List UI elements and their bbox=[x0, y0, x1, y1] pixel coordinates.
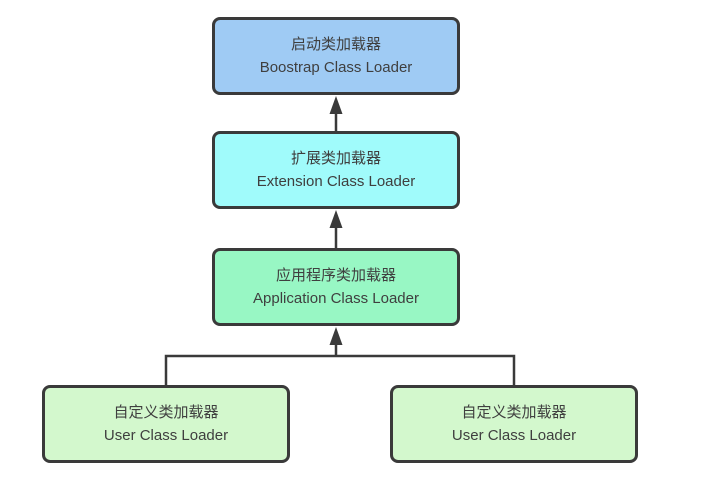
node-label-en: User Class Loader bbox=[103, 427, 229, 444]
node-user-class-loader-left[interactable]: 自定义类加载器 User Class Loader bbox=[42, 385, 290, 463]
node-label-en: Boostrap Class Loader bbox=[259, 59, 413, 76]
edge-application-to-extension bbox=[329, 210, 343, 249]
node-label-zh: 扩展类加载器 bbox=[290, 150, 381, 167]
node-label-en: User Class Loader bbox=[451, 427, 577, 444]
node-user-class-loader-right[interactable]: 自定义类加载器 User Class Loader bbox=[390, 385, 638, 463]
node-bootstrap-class-loader[interactable]: 启动类加载器 Boostrap Class Loader bbox=[212, 17, 460, 95]
node-label-zh: 自定义类加载器 bbox=[461, 404, 567, 421]
node-label-zh: 启动类加载器 bbox=[290, 36, 381, 53]
node-label-zh: 应用程序类加载器 bbox=[275, 267, 396, 284]
edge-user-loaders-to-application bbox=[164, 327, 516, 387]
node-label-en: Extension Class Loader bbox=[256, 173, 416, 190]
node-extension-class-loader[interactable]: 扩展类加载器 Extension Class Loader bbox=[212, 131, 460, 209]
edge-extension-to-bootstrap bbox=[329, 96, 343, 131]
node-application-class-loader[interactable]: 应用程序类加载器 Application Class Loader bbox=[212, 248, 460, 326]
node-label-en: Application Class Loader bbox=[253, 290, 419, 307]
node-label-zh: 自定义类加载器 bbox=[113, 404, 219, 421]
